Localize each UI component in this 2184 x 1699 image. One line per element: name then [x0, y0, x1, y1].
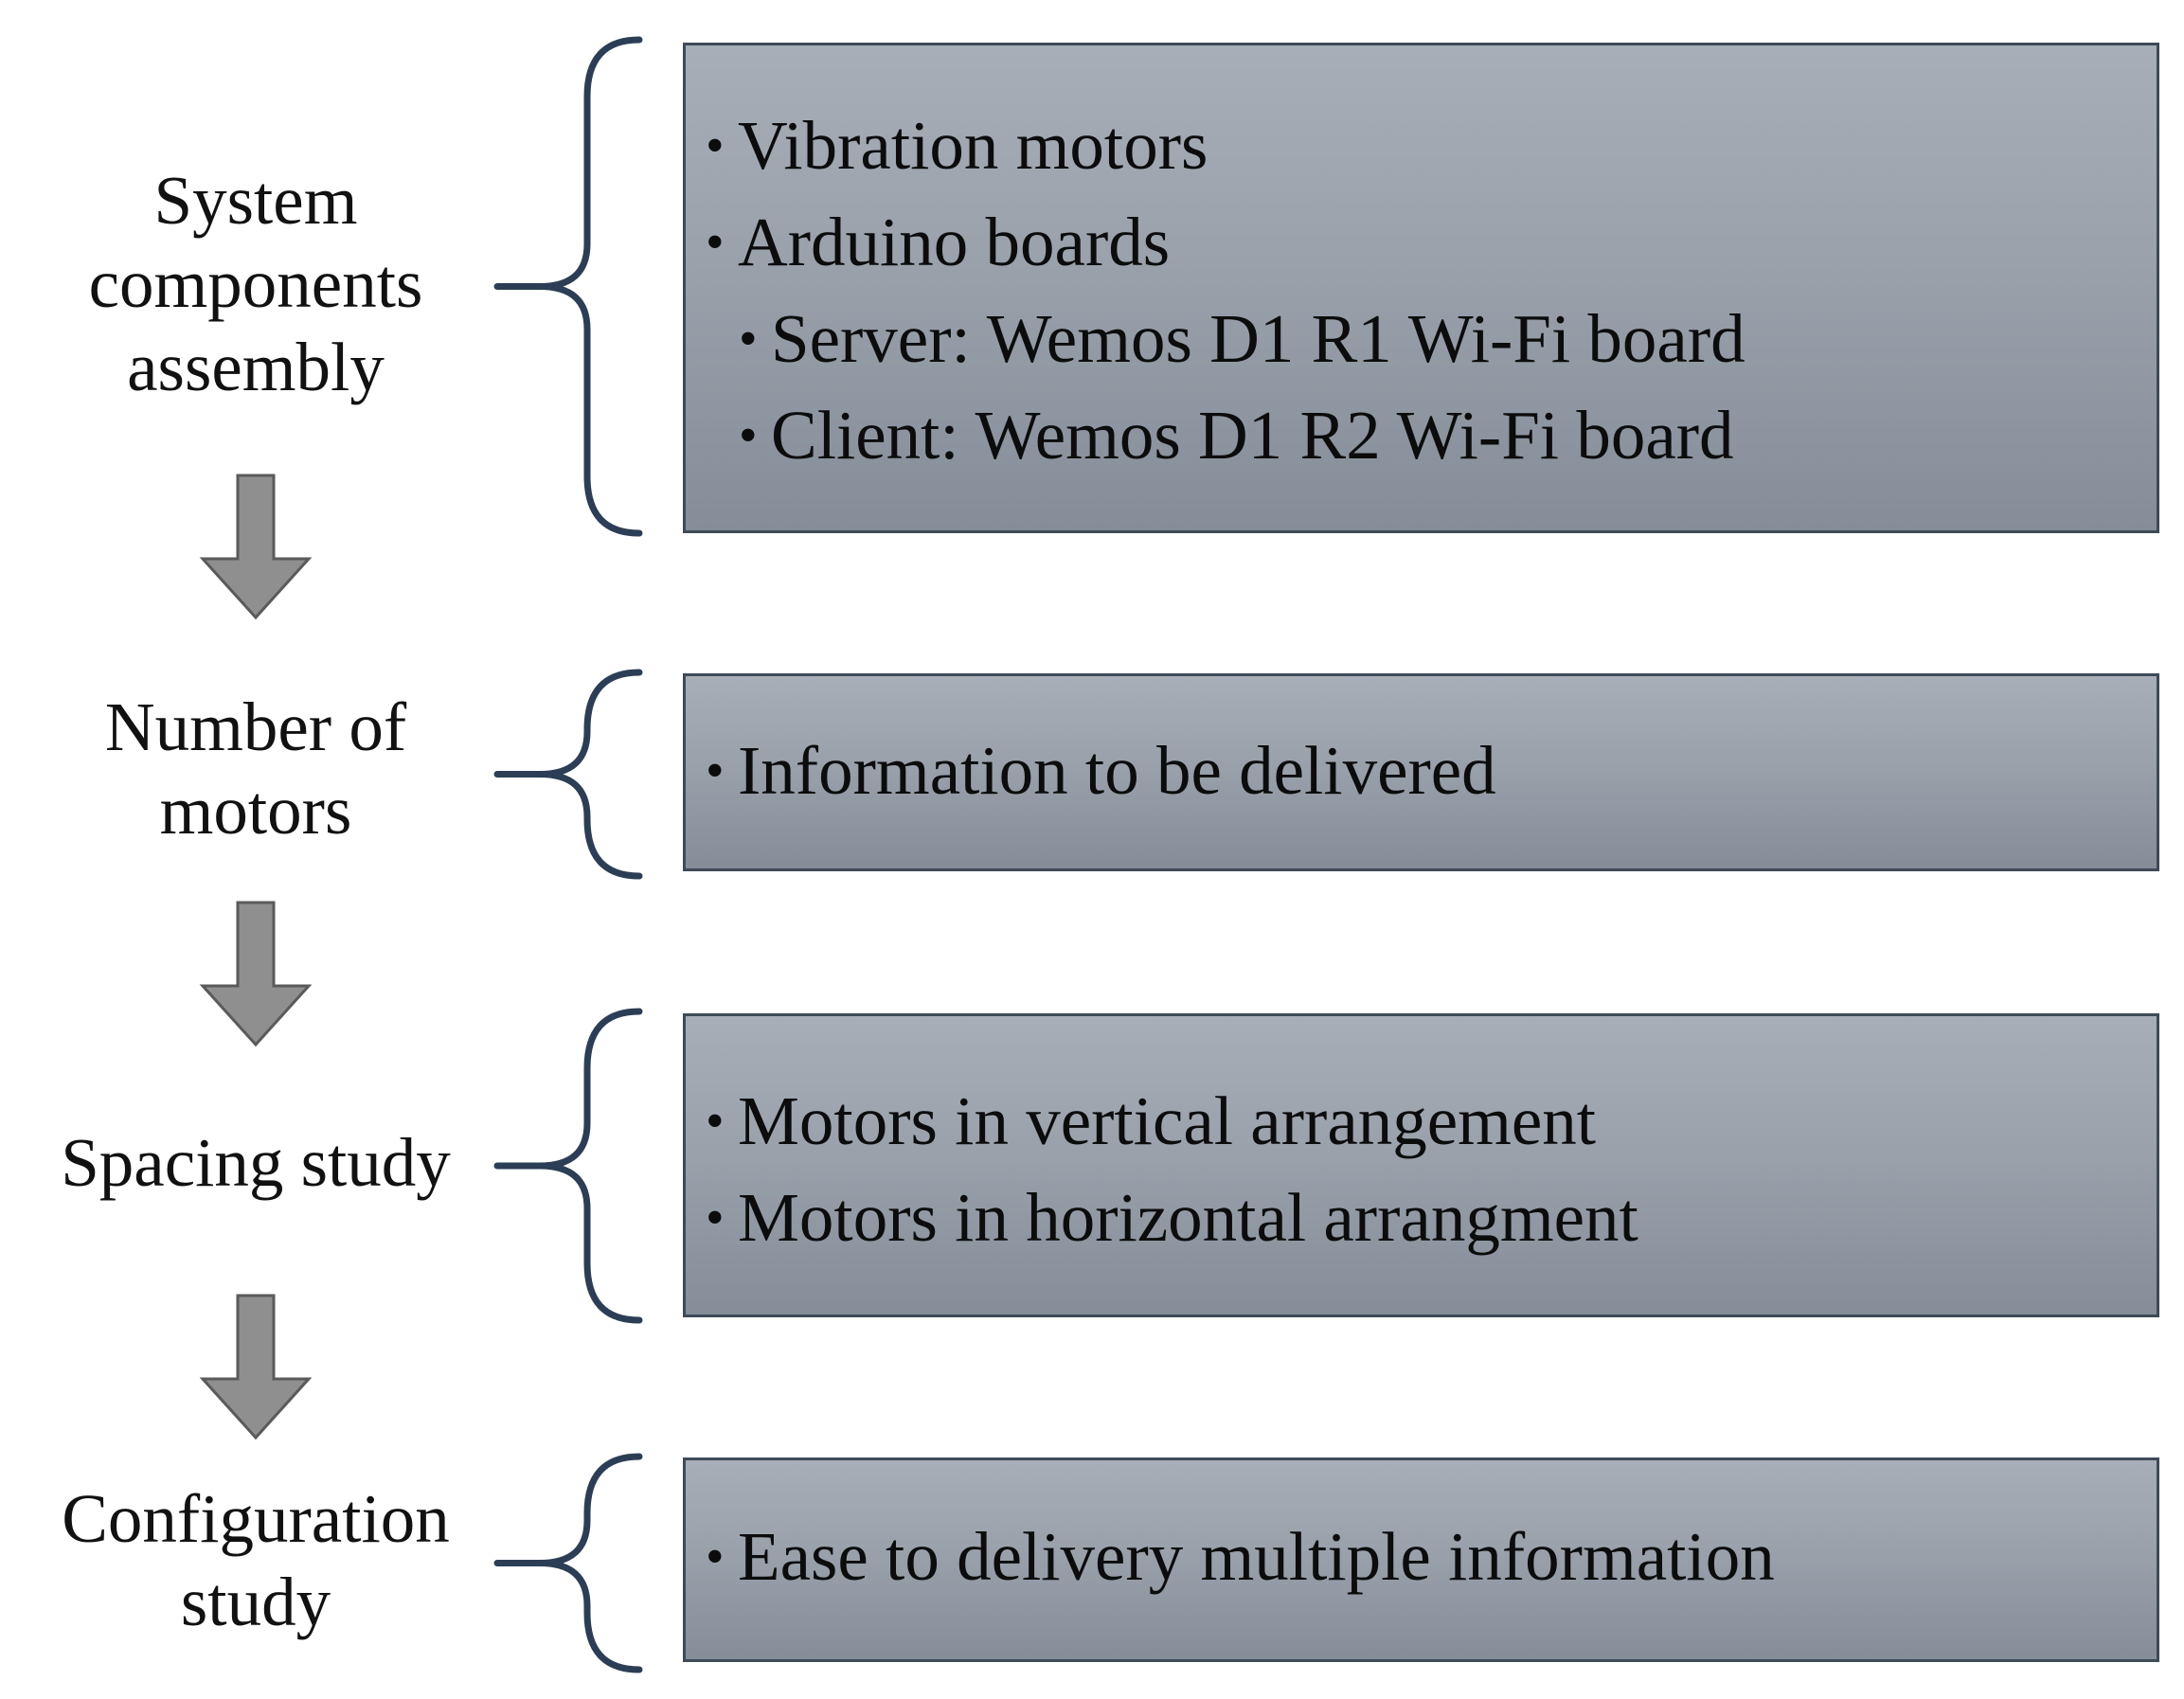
step-label-line: motors: [159, 772, 352, 849]
step-label-line: assembly: [127, 329, 385, 405]
bullet-text: Vibration motors: [738, 107, 1208, 184]
step-label-line: study: [180, 1564, 331, 1640]
curly-brace: [536, 669, 643, 880]
detail-box: [683, 1013, 2159, 1317]
down-arrow-icon: [199, 1294, 313, 1440]
bullet-dot: •: [706, 1528, 725, 1586]
bullet-dot: •: [706, 116, 725, 175]
step-label-line: System: [153, 162, 358, 239]
bullet-item: •Vibration motors: [706, 104, 1208, 188]
bullet-item: •Motors in horizontal arrangment: [706, 1176, 1638, 1260]
bullet-text: Motors in horizontal arrangment: [738, 1179, 1638, 1256]
bullet-text: Client: Wemos D1 R2 Wi-Fi board: [771, 397, 1734, 474]
bullet-dot: •: [706, 213, 725, 272]
bullet-item: •Motors in vertical arrangement: [706, 1080, 1596, 1163]
down-arrow-icon: [199, 901, 313, 1047]
detail-box: [683, 673, 2159, 871]
step-label-line: Spacing study: [61, 1124, 451, 1201]
step-label-line: components: [88, 245, 423, 322]
curly-brace: [536, 1453, 643, 1673]
bullet-dot: •: [739, 406, 758, 465]
bullet-dot: •: [706, 742, 725, 800]
bullet-item: •Information to be delivered: [706, 729, 1496, 813]
bullet-dot: •: [739, 310, 758, 368]
step-label-line: Configuration: [62, 1480, 450, 1557]
detail-box: [683, 43, 2159, 533]
bullet-item: •Ease to delivery multiple information: [706, 1515, 1775, 1599]
bullet-text: Arduino boards: [738, 204, 1171, 280]
sub-bullet-item: •Server: Wemos D1 R1 Wi-Fi board: [739, 297, 1745, 381]
bullet-text: Motors in vertical arrangement: [738, 1082, 1597, 1159]
bullet-dot: •: [706, 1189, 725, 1247]
detail-box: [683, 1458, 2159, 1662]
bullet-text: Ease to delivery multiple information: [738, 1518, 1775, 1595]
bullet-item: •Arduino boards: [706, 201, 1170, 284]
down-arrow-icon: [199, 474, 313, 620]
curly-brace: [536, 36, 643, 537]
bullet-text: Information to be delivered: [738, 732, 1496, 809]
sub-bullet-item: •Client: Wemos D1 R2 Wi-Fi board: [739, 394, 1734, 477]
bullet-dot: •: [706, 1092, 725, 1151]
curly-brace: [536, 1008, 643, 1324]
step-label-line: Number of: [104, 689, 407, 765]
bullet-text: Server: Wemos D1 R1 Wi-Fi board: [771, 300, 1745, 377]
step-label: Spacing study: [0, 1121, 511, 1205]
